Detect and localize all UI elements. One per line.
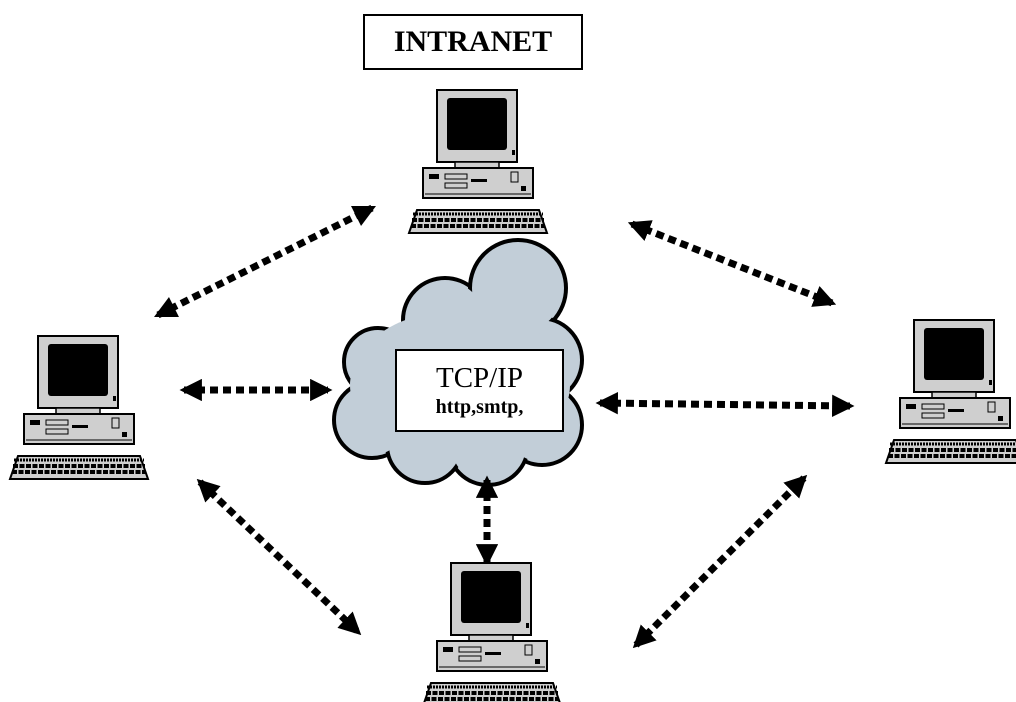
link-top-right-arrow <box>627 220 837 307</box>
link-left-bottom-arrow <box>196 478 362 636</box>
service-list: http,smtp, <box>435 395 524 418</box>
computer-right-icon <box>884 318 1016 465</box>
protocol-label-box: TCP/IP http,smtp, <box>395 349 564 432</box>
link-bottom-right-arrow <box>632 474 808 649</box>
link-cloud-right-arrow <box>595 392 855 417</box>
computer-left-icon <box>8 334 150 481</box>
diagram-title-text: INTRANET <box>393 25 553 58</box>
protocol-name: TCP/IP <box>435 361 524 394</box>
computer-bottom-icon <box>421 561 563 702</box>
computer-top-icon <box>407 88 549 235</box>
diagram-title: INTRANET <box>363 14 583 70</box>
link-left-top-arrow <box>153 204 377 319</box>
